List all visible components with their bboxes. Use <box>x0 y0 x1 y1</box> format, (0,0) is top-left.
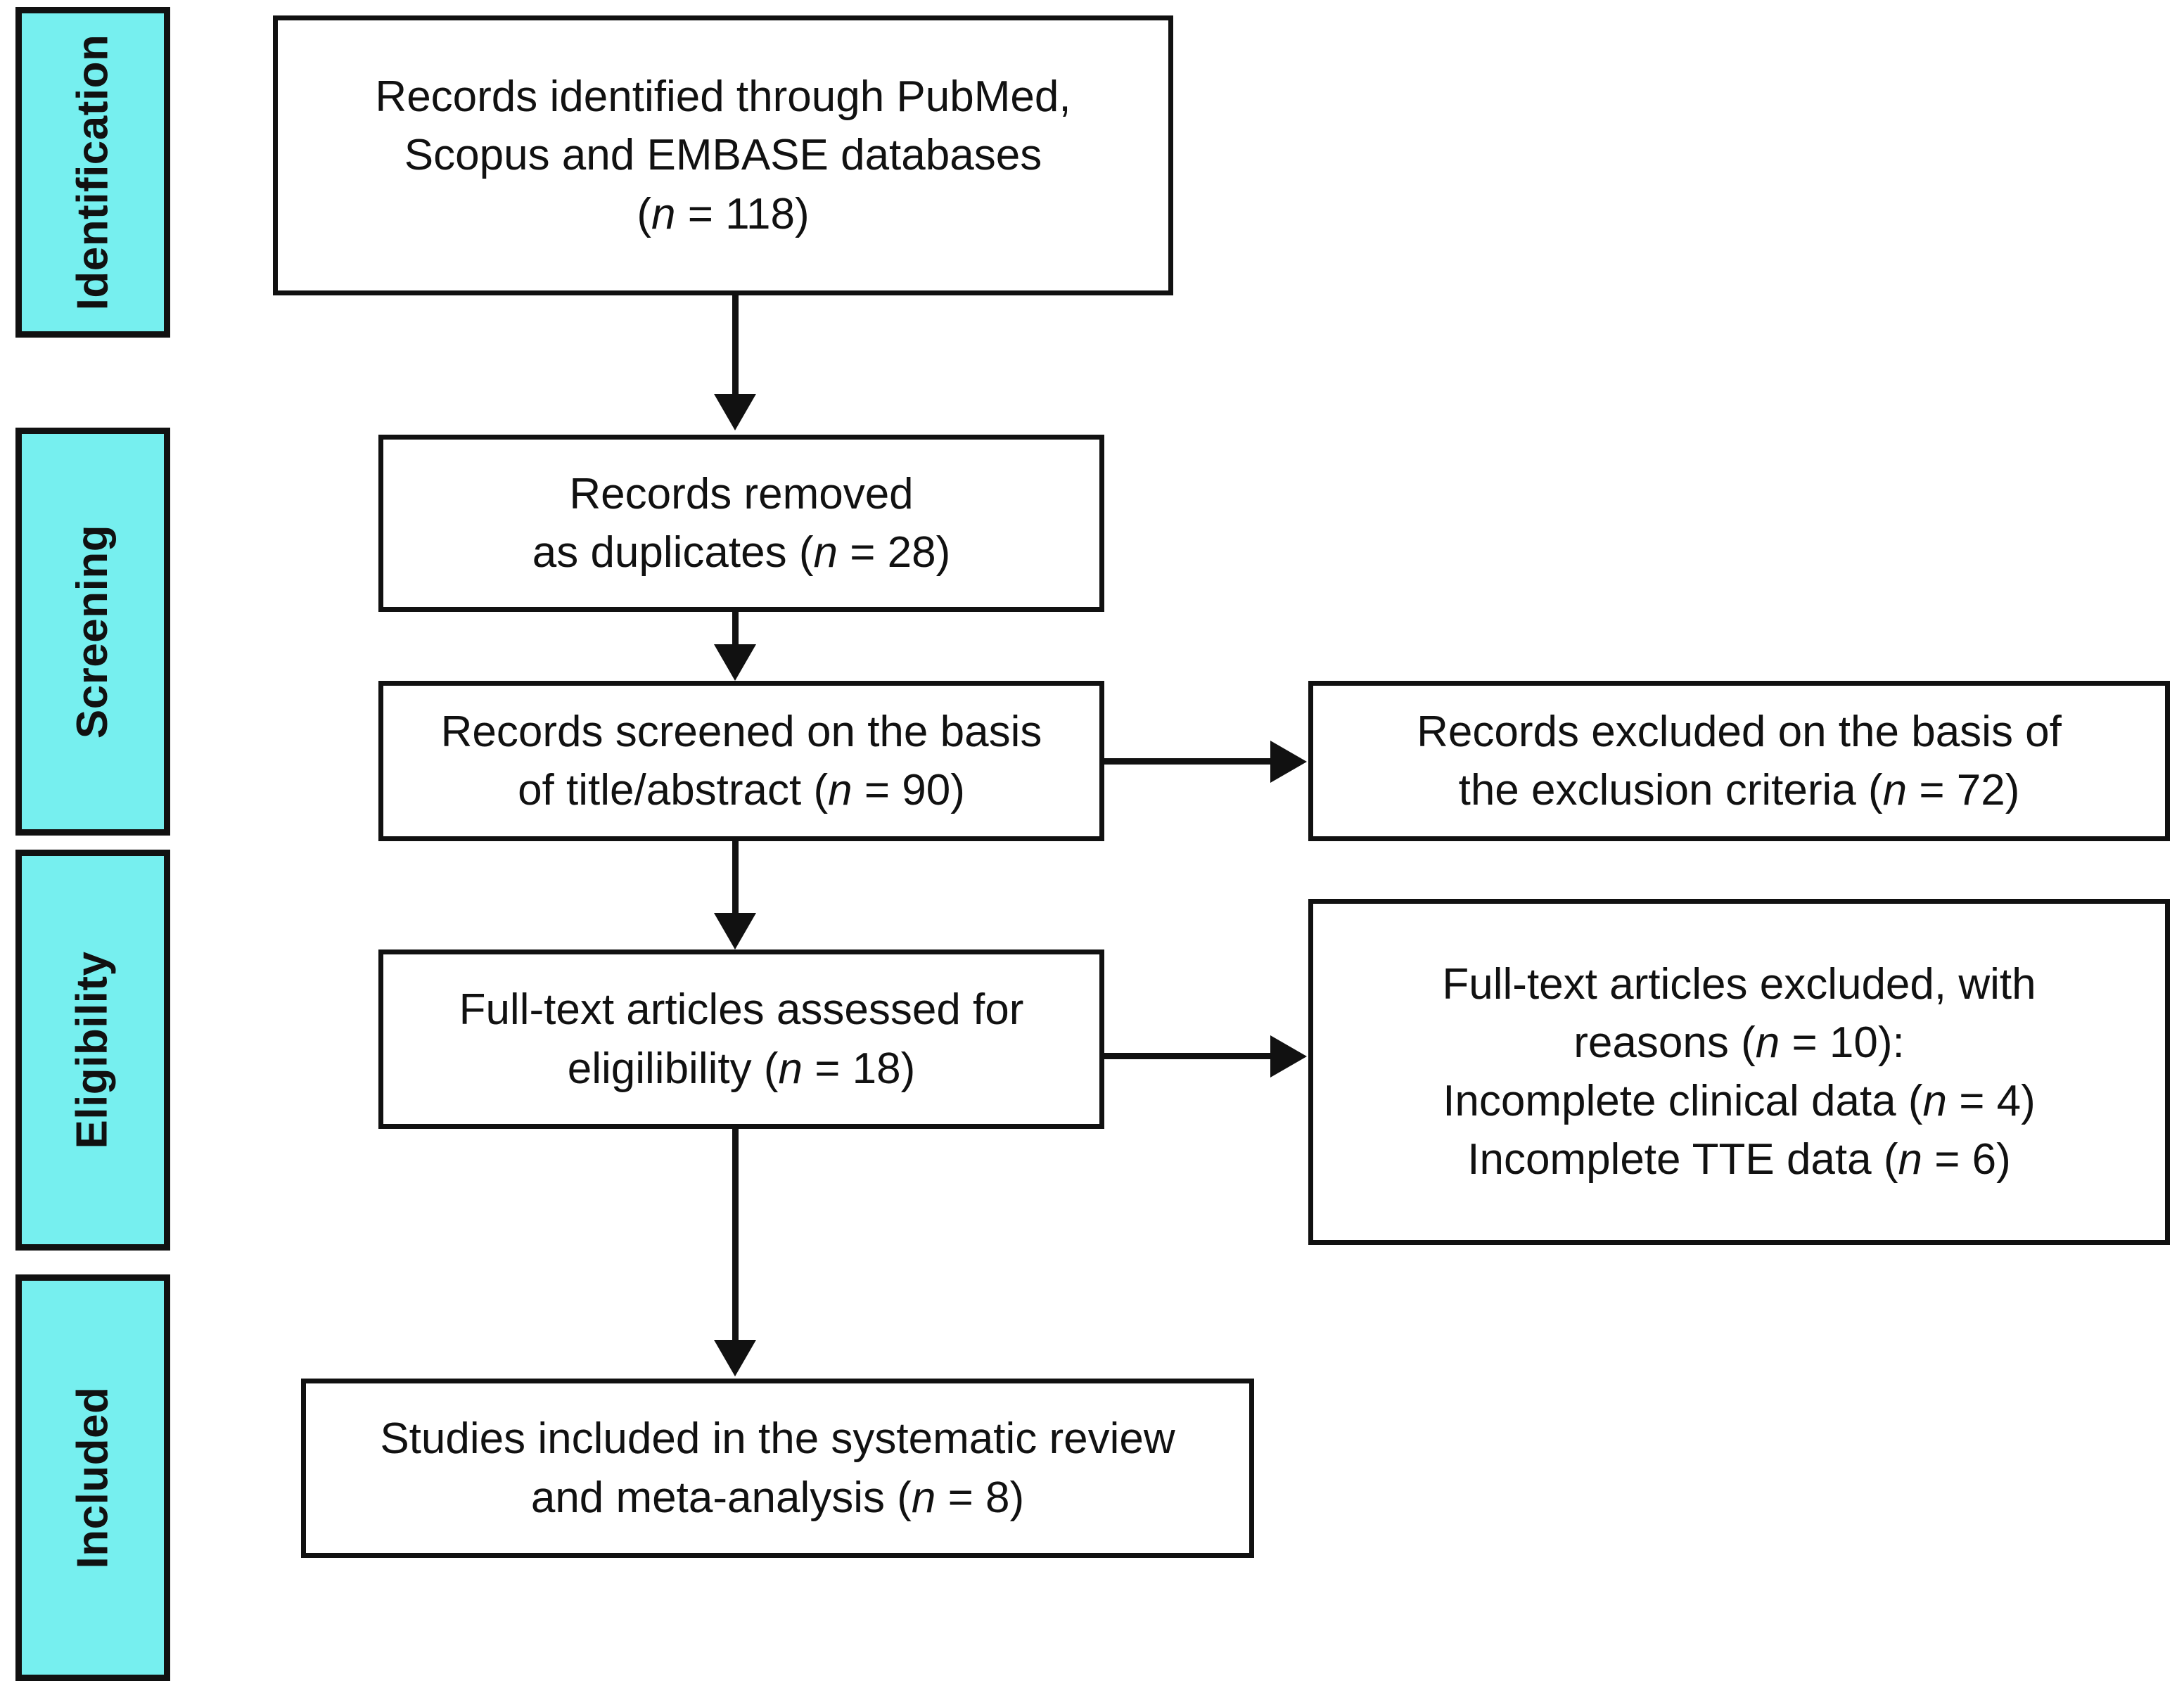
arrowhead-fulltext-to-included <box>714 1340 756 1376</box>
stage-label-included: Included <box>68 1386 117 1569</box>
connector-screened-to-fulltext <box>732 841 739 922</box>
node-fulltext-excluded-reasons-line-2: reasons (n = 10): <box>1573 1018 1905 1067</box>
connector-fulltext-to-included <box>732 1129 739 1347</box>
node-fulltext-excluded-reasons-line-3: Incomplete clinical data (n = 4) <box>1443 1077 2036 1125</box>
node-fulltext-excluded-reasons-line-1: Full-text articles excluded, with <box>1442 959 2036 1009</box>
node-fulltext-assessed-line-2: eligilibility (n = 18) <box>567 1044 916 1093</box>
node-records-excluded-criteria-line-2: the exclusion criteria (n = 72) <box>1458 766 2020 814</box>
stage-box-eligibility: Eligibility <box>15 850 170 1251</box>
node-records-identified-line-2: Scopus and EMBASE databases <box>404 131 1042 180</box>
connector-duplicates-to-screened <box>732 612 739 654</box>
stage-label-identification: Identification <box>68 34 117 311</box>
stage-box-included: Included <box>15 1274 170 1681</box>
stage-box-identification: Identification <box>15 7 170 338</box>
node-records-identified-line-1: Records identified through PubMed, <box>375 72 1071 122</box>
node-records-removed-duplicates-line-2: as duplicates (n = 28) <box>532 528 951 577</box>
node-records-excluded-criteria: Records excluded on the basis of the exc… <box>1308 681 2170 841</box>
node-records-screened-line-1: Records screened on the basis <box>440 707 1042 756</box>
node-fulltext-assessed-line-1: Full-text articles assessed for <box>459 985 1024 1035</box>
node-fulltext-excluded-reasons: Full-text articles excluded, with reason… <box>1308 899 2170 1245</box>
connector-screened-to-excluded <box>1104 758 1273 765</box>
node-records-identified: Records identified through PubMed, Scopu… <box>273 15 1173 295</box>
node-studies-included-line-1: Studies included in the systematic revie… <box>380 1414 1175 1464</box>
arrowhead-duplicates-to-screened <box>714 644 756 681</box>
node-records-removed-duplicates-line-1: Records removed <box>569 469 914 518</box>
stage-label-screening: Screening <box>68 524 117 739</box>
arrowhead-identified-to-duplicates <box>714 394 756 430</box>
arrowhead-fulltext-to-excluded <box>1270 1035 1307 1078</box>
node-records-screened: Records screened on the basis of title/a… <box>378 681 1104 841</box>
arrowhead-screened-to-excluded <box>1270 741 1307 783</box>
connector-fulltext-to-excluded <box>1104 1053 1273 1059</box>
arrowhead-screened-to-fulltext <box>714 913 756 950</box>
stage-label-eligibility: Eligibility <box>68 951 117 1149</box>
connector-identified-to-duplicates <box>732 295 739 399</box>
node-studies-included-line-2: and meta-analysis (n = 8) <box>530 1473 1025 1522</box>
node-fulltext-assessed: Full-text articles assessed for eligilib… <box>378 950 1104 1129</box>
node-fulltext-excluded-reasons-line-4: Incomplete TTE data (n = 6) <box>1467 1135 2011 1184</box>
stage-box-screening: Screening <box>15 428 170 836</box>
node-records-identified-line-3: (n = 118) <box>637 189 810 238</box>
node-studies-included: Studies included in the systematic revie… <box>301 1379 1254 1558</box>
node-records-excluded-criteria-line-1: Records excluded on the basis of <box>1417 707 2062 756</box>
node-records-screened-line-2: of title/abstract (n = 90) <box>518 766 965 814</box>
node-records-removed-duplicates: Records removed as duplicates (n = 28) <box>378 435 1104 612</box>
